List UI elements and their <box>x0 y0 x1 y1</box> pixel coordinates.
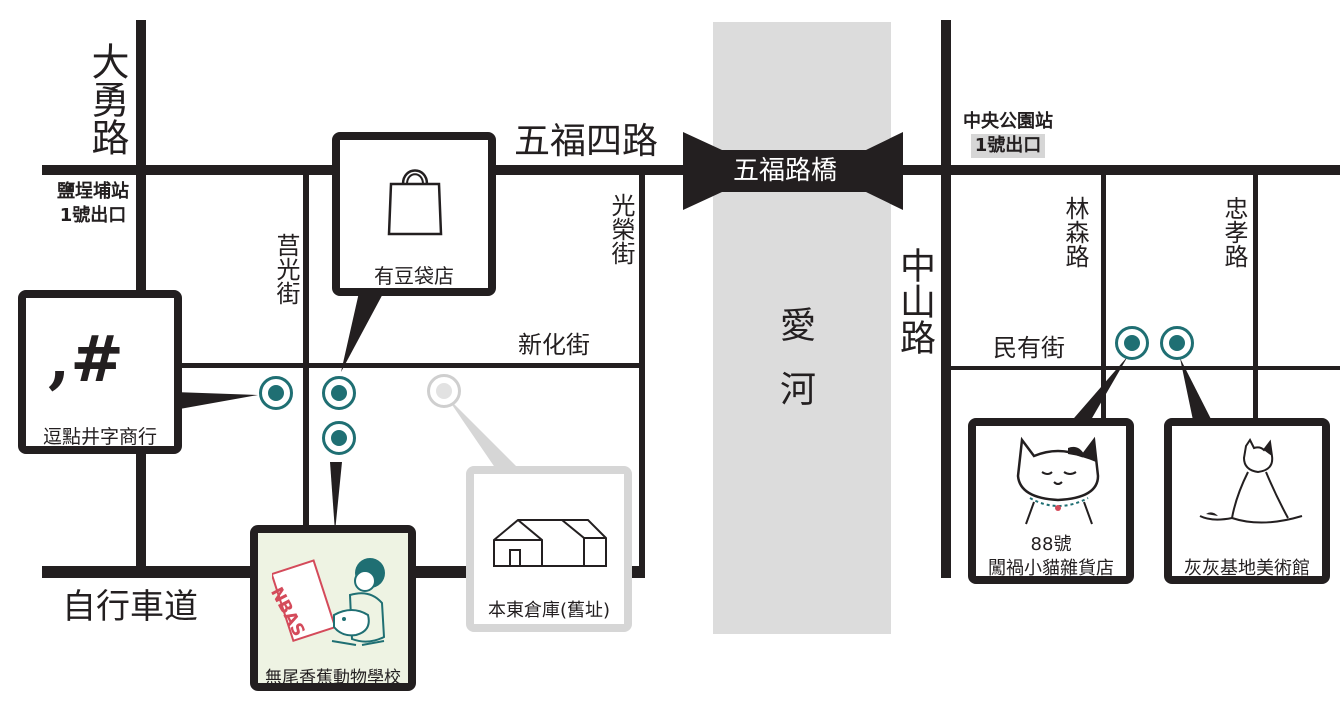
xinhua-street <box>146 363 645 368</box>
central-park-station[interactable]: 中央公園站 1號出口 <box>950 110 1066 158</box>
zhongshan-road-label: 中山路 <box>894 247 935 355</box>
juguang-street-label: 莒光街 <box>272 233 300 305</box>
cat88-marker[interactable] <box>1115 326 1149 360</box>
zhongshan-road <box>941 20 951 578</box>
minyou-street <box>951 366 1340 370</box>
huihui-card[interactable]: 灰灰基地美術館 <box>1164 418 1330 584</box>
child-with-dog-illustration <box>272 558 386 646</box>
juguang-street <box>303 175 309 578</box>
youdou-name: 有豆袋店 <box>374 264 454 288</box>
guangrong-street <box>639 175 645 578</box>
wufu-east-road <box>890 165 1340 175</box>
yanchengpu-station-name: 鹽埕埔站 <box>57 181 129 202</box>
bikeway-label: 自行車道 <box>62 587 198 627</box>
nbas-name: 無尾香蕉動物學校 <box>265 668 401 688</box>
cat88-number: 88號 <box>1030 534 1072 555</box>
nbas-card[interactable]: NBAS 無尾香蕉動物學校 <box>250 525 416 691</box>
wufu-bridge-label: 五福路橋 <box>733 156 838 186</box>
ai-river-label: 愛河 <box>774 306 815 434</box>
sitting-cat-icon <box>1199 438 1303 524</box>
bendong-name: 本東倉庫(舊址) <box>487 600 611 621</box>
doudian-card[interactable]: ,# 逗點井字商行 <box>18 290 182 454</box>
huihui-marker[interactable] <box>1160 326 1194 360</box>
bendong-marker[interactable] <box>427 374 461 408</box>
cat88-name: 闖禍小貓雜貨店 <box>988 558 1114 579</box>
linsen-road-label: 林森路 <box>1061 196 1089 268</box>
doudian-marker[interactable] <box>259 376 293 410</box>
ai-river <box>713 22 891 634</box>
nbas-marker[interactable] <box>322 421 356 455</box>
minyou-street-label: 民有街 <box>993 334 1065 362</box>
xinhua-street-label: 新化街 <box>518 331 590 359</box>
warehouse-icon <box>493 519 607 567</box>
central-park-station-exit: 1號出口 <box>970 134 1046 158</box>
central-park-station-name: 中央公園站 <box>963 111 1053 132</box>
linsen-road <box>1101 175 1106 425</box>
yanchengpu-station-exit: 1號出口 <box>59 205 127 226</box>
yanchengpu-station[interactable]: 鹽埕埔站 1號出口 <box>46 180 140 228</box>
zhongxiao-road-label: 忠孝路 <box>1220 196 1248 268</box>
doudian-name: 逗點井字商行 <box>42 426 157 448</box>
comma-hash-logo: ,# <box>48 322 124 397</box>
bendong-card[interactable]: 本東倉庫(舊址) <box>466 466 632 632</box>
cat88-card[interactable]: 88號 闖禍小貓雜貨店 <box>968 418 1134 584</box>
dayong-road-label: 大勇路 <box>85 42 129 156</box>
cat-face-icon <box>1016 436 1100 525</box>
youdou-card[interactable]: 有豆袋店 <box>332 132 496 296</box>
huihui-name: 灰灰基地美術館 <box>1184 558 1310 579</box>
youdou-marker[interactable] <box>322 376 356 410</box>
wufu4-road-label: 五福四路 <box>514 121 659 162</box>
tote-bag-icon <box>387 169 443 236</box>
guangrong-street-label: 光榮街 <box>607 193 635 265</box>
zhongxiao-road <box>1253 175 1258 425</box>
